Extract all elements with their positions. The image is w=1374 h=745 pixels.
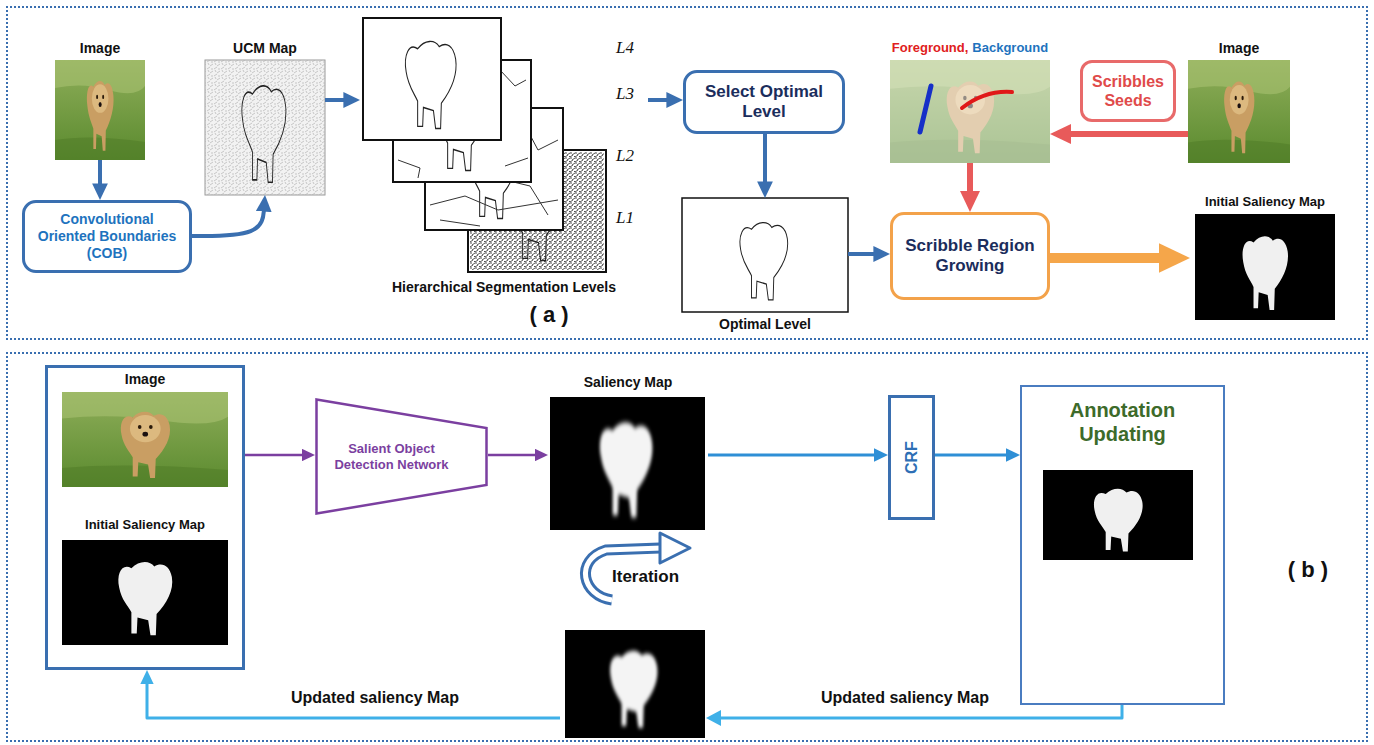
trapezoid-shape (317, 400, 487, 514)
text-slot: Iteration (612, 567, 712, 587)
level-stack: L4L3L2L1Hierarchical Segmentation Levels (360, 18, 648, 300)
process-box: CRF (888, 395, 935, 520)
flow-arrow (848, 252, 878, 256)
text-slot: Image (1188, 40, 1290, 57)
level-figure: Optimal Level (682, 198, 848, 335)
network-block: Salient Object Detection Network (315, 398, 488, 515)
figure-heading: Foreground, (892, 40, 969, 56)
flow-arrow (325, 98, 348, 102)
note-label: Updated saliency Map (260, 688, 490, 707)
flow-arrow (648, 98, 671, 102)
scribble-figure: Foreground,Background (890, 40, 1050, 163)
text-slot: Saliency Map (548, 374, 708, 391)
text-slot: Hierarchical Segmentation Levels (365, 279, 643, 296)
text-slot: Annotation Updating (1045, 398, 1200, 446)
input-box: ImageInitial Saliency Map (45, 365, 245, 670)
process-box: Scribble Region Growing (890, 212, 1050, 300)
text-slot: Updated saliency Map (790, 688, 1020, 707)
text-slot: UCM Map (205, 40, 325, 57)
box-label: CRF (902, 441, 921, 474)
box-label: Scribbles Seeds (1087, 72, 1169, 110)
ucm-figure: UCM Map (205, 40, 325, 195)
image-figure: Image (55, 40, 145, 160)
text-row: Foreground,Background (890, 40, 1050, 56)
update-box: Annotation Updating (1020, 385, 1225, 705)
figure-heading: Initial Saliency Map (45, 517, 245, 533)
figure-heading: Image (1188, 40, 1290, 57)
flow-arrow (763, 134, 767, 186)
figure-heading: Saliency Map (548, 374, 708, 391)
flow-arrow (1050, 253, 1168, 263)
process-box: Scribbles Seeds (1080, 60, 1176, 122)
flow-arrow (935, 454, 1010, 457)
level-label: L2 (616, 146, 644, 166)
panel-tag: ( a ) (514, 302, 584, 328)
box-heading: Annotation Updating (1045, 398, 1200, 446)
text-slot: ( b ) (1268, 557, 1348, 583)
image-figure: Image (1188, 40, 1290, 163)
box-label: Select Optimal Level (691, 82, 837, 123)
figure-heading: Background (972, 40, 1048, 56)
mask-figure: Initial Saliency Map (1190, 194, 1340, 320)
figure-heading: Initial Saliency Map (1190, 194, 1340, 210)
flow-arrow (147, 680, 1122, 718)
flow-arrow (192, 207, 264, 236)
flow-arrow (967, 163, 973, 197)
figure-heading: Optimal Level (682, 316, 848, 333)
text-slot: L3 (616, 84, 644, 104)
box-label: Convolutional Oriented Boundaries (COB) (31, 211, 183, 261)
note-label: Iteration (612, 567, 712, 587)
text-slot: Optimal Level (682, 316, 848, 333)
flow-arrow (98, 160, 102, 188)
panel-frame: ImageInitial Saliency Map Salient Object … (6, 352, 1368, 742)
level-label: L3 (616, 84, 644, 104)
text-slot: ( a ) (514, 302, 584, 328)
level-label: L1 (616, 208, 644, 228)
edge-label: Updated saliency Map (818, 688, 992, 707)
level-label: L4 (616, 38, 644, 58)
text-slot: L2 (616, 146, 644, 166)
flow-arrow (245, 454, 306, 457)
box-label: Scribble Region Growing (898, 236, 1042, 277)
process-box: Convolutional Oriented Boundaries (COB) (22, 200, 192, 273)
text-slot: L4 (616, 38, 644, 58)
saliency-figure: Saliency Map (548, 374, 708, 530)
flow-arrow (1065, 131, 1188, 137)
box-label: Salient Object Detection Network (325, 441, 458, 472)
figure-heading: Image (45, 371, 245, 388)
panel-tag: ( b ) (1268, 557, 1348, 583)
figure-heading: Image (55, 40, 145, 57)
flow-arrow (708, 454, 878, 457)
process-box: Select Optimal Level (683, 70, 845, 134)
text-slot: Updated saliency Map (260, 688, 490, 707)
text-slot: L1 (616, 208, 644, 228)
figure-heading: UCM Map (205, 40, 325, 57)
figure-heading: Hierarchical Segmentation Levels (365, 279, 643, 296)
text-slot: Initial Saliency Map (1190, 194, 1340, 210)
text-slot: Initial Saliency Map (45, 517, 245, 533)
text-slot: Image (55, 40, 145, 57)
text-slot: Image (45, 371, 245, 388)
flow-arrow (488, 454, 539, 457)
panel-frame: Image UCM MapConvolutional Oriented Bound… (6, 6, 1368, 340)
